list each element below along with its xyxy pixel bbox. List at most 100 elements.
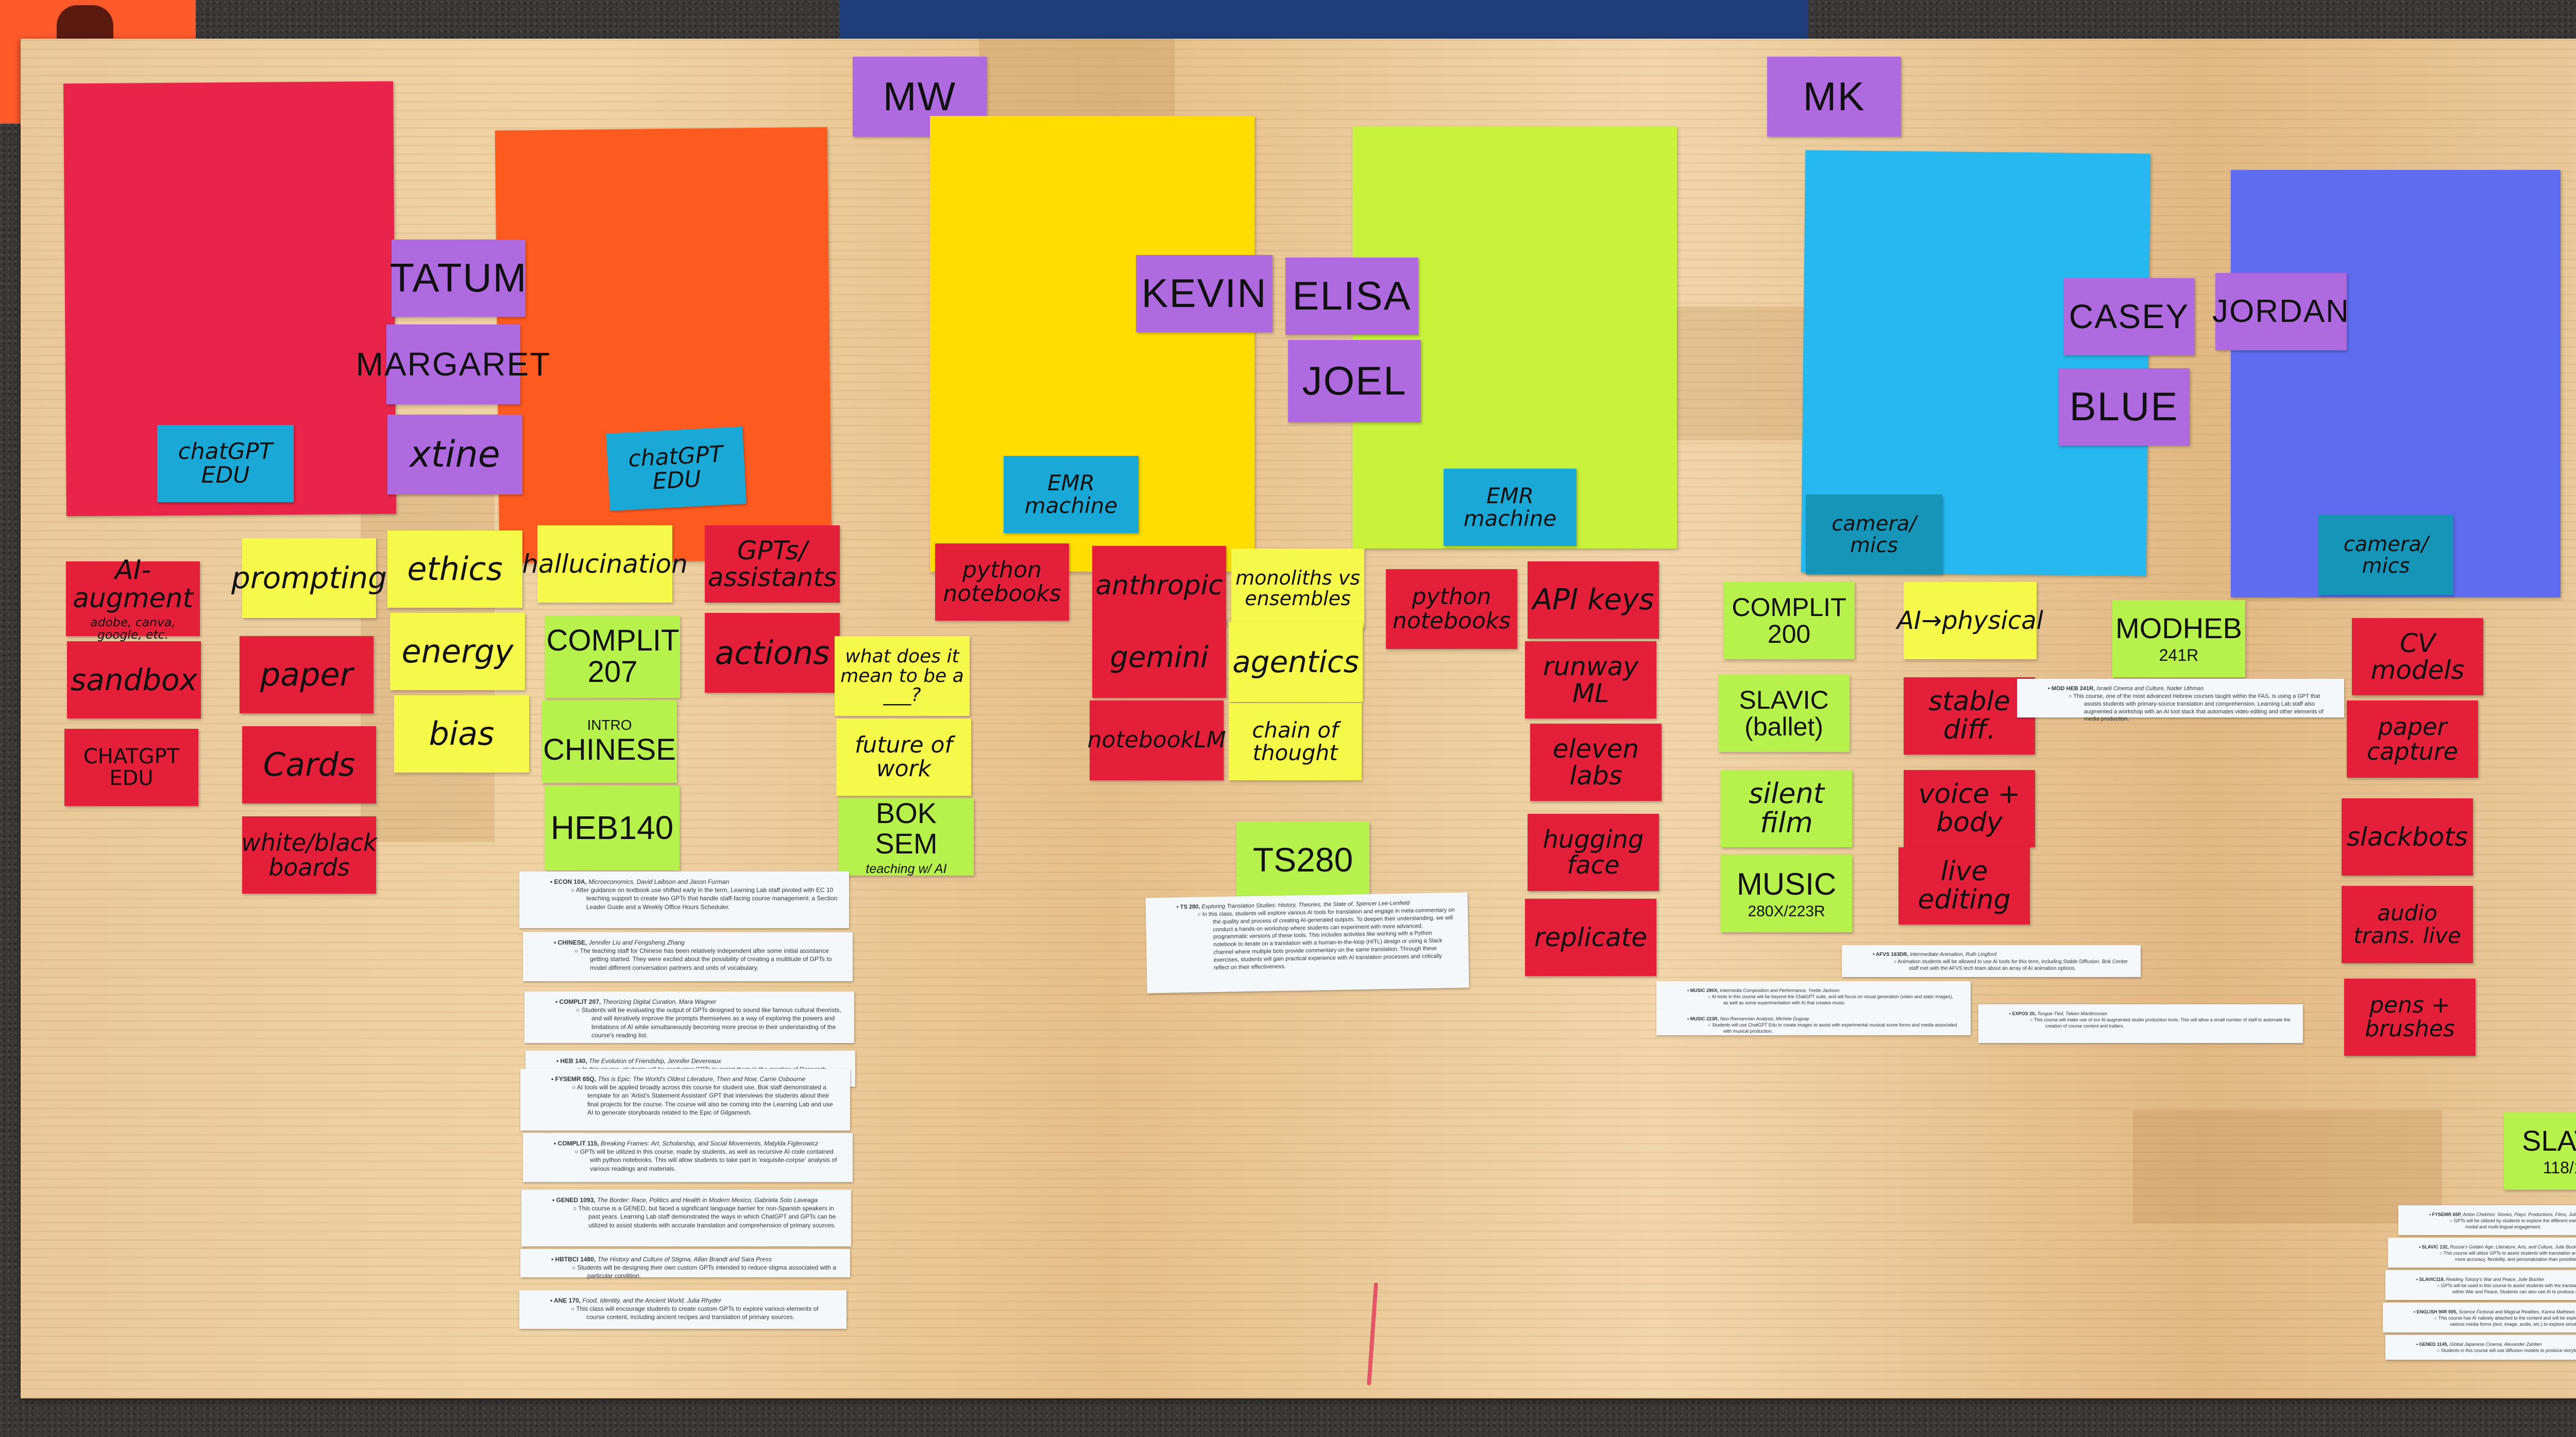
name-card-tatum: TATUM bbox=[389, 239, 527, 317]
strip-heading: CHINESE, Jennifer Liu and Fengsheng Zhan… bbox=[558, 938, 841, 947]
strip-heading: GENED 1145, Global Japanese Cinema, Alex… bbox=[2419, 1341, 2576, 1347]
label-chatgpt-edu-1: chatGPT EDU bbox=[157, 425, 294, 502]
card-bias: bias bbox=[394, 695, 529, 773]
card-heb140: HEB140 bbox=[545, 785, 680, 870]
strip-body: GPTs will be utilized in this course, ma… bbox=[569, 1148, 841, 1173]
card-title: BOK SEM bbox=[875, 796, 938, 860]
strip-body: This course will make use of our AI-augm… bbox=[2025, 1017, 2292, 1029]
strip-body: This course has AI natively attached to … bbox=[2429, 1315, 2576, 1327]
strip-heading: MUSIC 223R, Neo-Riemannian Analysis, Mic… bbox=[1690, 1016, 1959, 1022]
card-pens-brushes: pens + brushes bbox=[2344, 979, 2476, 1056]
strip-heading: HBTBCI 1480, The History and Culture of … bbox=[555, 1255, 839, 1263]
card-paper: paper bbox=[240, 636, 374, 713]
card-notebooklm: notebookLM bbox=[1088, 700, 1226, 780]
card-prefix: INTRO bbox=[587, 716, 632, 733]
card-subtitle: 118/132 bbox=[2543, 1158, 2576, 1177]
card-title: AI-augment bbox=[73, 555, 193, 614]
card-subtitle: 241R bbox=[2159, 645, 2199, 664]
card-title: MODHEB bbox=[2115, 611, 2242, 644]
card-actions: actions bbox=[705, 613, 840, 693]
card-slackbots: slackbots bbox=[2342, 798, 2473, 876]
card-python-notebooks-1: python notebooks bbox=[935, 543, 1069, 621]
card-title: MUSIC bbox=[1736, 866, 1837, 901]
strip-music-280x: MUSIC 280X, Intermedia Composition and P… bbox=[1656, 981, 1971, 1010]
card-audio-trans-live: audio trans. live bbox=[2342, 886, 2473, 963]
strip-body: This course will utilize GPTs to assist … bbox=[2434, 1250, 2576, 1262]
strip-music-223r: MUSIC 223R, Neo-Riemannian Analysis, Mic… bbox=[1656, 1010, 1971, 1035]
strip-chinese: CHINESE, Jennifer Liu and Fengsheng Zhan… bbox=[523, 932, 853, 981]
strip-body: GPTs will be used in this course to assi… bbox=[2432, 1282, 2576, 1295]
name-card-blue: BLUE bbox=[2058, 368, 2190, 446]
card-ai-augment: AI-augment adobe, canva, google, etc. bbox=[66, 556, 200, 641]
card-complit-200: COMPLIT 200 bbox=[1723, 582, 1855, 659]
card-prompting: prompting bbox=[231, 538, 387, 618]
strip-heading: AFVS 163DR, Intermediate Animation, Ruth… bbox=[1876, 951, 2129, 959]
card-white-black-boards: white/black boards bbox=[241, 816, 377, 894]
card-subtitle: teaching w/ AI bbox=[866, 861, 947, 876]
label-chatgpt-edu-2: chatGPT EDU bbox=[606, 426, 747, 511]
card-hallucination: hallucination bbox=[522, 525, 688, 603]
strip-heading: SLAVIC 132, Russia's Golden Age: Literat… bbox=[2422, 1244, 2576, 1250]
strip-gened-1145: GENED 1145, Global Japanese Cinema, Alex… bbox=[2385, 1335, 2576, 1360]
card-hugging-face: hugging face bbox=[1528, 814, 1659, 891]
card-replicate: replicate bbox=[1525, 899, 1656, 976]
card-future-of-work: future of work bbox=[836, 718, 971, 796]
strip-complit-207: COMPLIT 207, Theorizing Digital Curation… bbox=[524, 991, 854, 1043]
label-camera-mics-1: camera/ mics bbox=[1806, 494, 1942, 574]
name-card-jordan: JORDAN bbox=[2212, 273, 2349, 350]
strip-heading: FYSEMR 65Q, This is Epic: The World's Ol… bbox=[555, 1075, 839, 1083]
card-cards: Cards bbox=[242, 726, 376, 803]
card-sandbox: sandbox bbox=[67, 641, 201, 718]
card-silent-film: silent film bbox=[1721, 770, 1852, 847]
strip-body: Students will use ChatGPT Edu to create … bbox=[1703, 1022, 1959, 1034]
strip-body: This course, one of the most advanced He… bbox=[2063, 693, 2333, 723]
strip-heading: ECON 10A, Microeconomics, David Laibson … bbox=[554, 878, 838, 886]
strip-body: This class will encourage students to cr… bbox=[566, 1305, 835, 1321]
strip-body: The teaching staff for Chinese has been … bbox=[569, 947, 841, 972]
strip-body: Students will be evaluating the output o… bbox=[571, 1006, 843, 1039]
name-card-kevin: KEVIN bbox=[1136, 255, 1273, 332]
strip-fysemr-65q: FYSEMR 65Q, This is Epic: The World's Ol… bbox=[520, 1069, 850, 1131]
card-ai-physical: AI→physical bbox=[1897, 582, 2043, 659]
strip-ts-280: TS 280, Exploring Translation Studies: H… bbox=[1145, 892, 1469, 994]
card-subtitle: adobe, canva, google, etc. bbox=[90, 614, 176, 642]
card-runway-ml: runway ML bbox=[1525, 641, 1656, 718]
card-anthropic: anthropic bbox=[1092, 546, 1226, 626]
card-eleven-labs: eleven labs bbox=[1530, 724, 1662, 801]
name-card-xtine: xtine bbox=[387, 415, 522, 494]
card-ts280: TS280 bbox=[1236, 822, 1369, 899]
strip-heading: FYSEMR 65P, Anton Chekhov: Stories, Play… bbox=[2432, 1211, 2576, 1218]
card-chatgpt-edu: CHATGPT EDU bbox=[64, 729, 198, 806]
strip-heading: SLAVIC118, Reading Tolstoy's War and Pea… bbox=[2419, 1276, 2576, 1282]
card-voice-body: voice + body bbox=[1904, 770, 2035, 847]
strip-body: This course is a GENED, but faced a sign… bbox=[568, 1204, 840, 1229]
strip-heading: GENED 1093, The Border: Race, Politics a… bbox=[556, 1196, 840, 1204]
card-title: CHINESE bbox=[543, 733, 676, 767]
label-camera-mics-2: camera/ mics bbox=[2318, 515, 2453, 595]
name-card-joel: JOEL bbox=[1288, 340, 1421, 422]
card-api-keys: API keys bbox=[1528, 561, 1659, 639]
name-card-elisa: ELISA bbox=[1285, 258, 1418, 335]
card-what-does-it-mean: what does it mean to be a ___? bbox=[835, 636, 970, 716]
strip-body: GPTs will be utilized by students to exp… bbox=[2445, 1218, 2576, 1230]
card-live-editing: live editing bbox=[1899, 847, 2030, 925]
card-title: SLAVIC bbox=[2521, 1124, 2576, 1157]
strip-modheb-241r: MOD HEB 241R, Israeli Cinema and Culture… bbox=[2017, 679, 2344, 722]
strip-expos-20: EXPOS 20, Tongue-Tied, Taleen Mardirossi… bbox=[1978, 1004, 2303, 1043]
strip-slavic-132: SLAVIC 132, Russia's Golden Age: Literat… bbox=[2388, 1238, 2576, 1268]
card-python-notebooks-2: python notebooks bbox=[1386, 569, 1517, 649]
strip-body: Students in this course will use diffusi… bbox=[2432, 1347, 2576, 1354]
strip-heading: MOD HEB 241R, Israeli Cinema and Culture… bbox=[2052, 685, 2333, 693]
strip-body: AI tools will be applied broadly across … bbox=[567, 1083, 839, 1117]
strip-heading: COMPLIT 115, Breaking Frames: Art, Schol… bbox=[558, 1139, 841, 1148]
card-ethics: ethics bbox=[387, 531, 522, 608]
card-slavic-ballet: SLAVIC (ballet) bbox=[1718, 675, 1850, 752]
strip-complit-115: COMPLIT 115, Breaking Frames: Art, Schol… bbox=[523, 1133, 853, 1182]
strip-fysemr-65p: FYSEMR 65P, Anton Chekhov: Stories, Play… bbox=[2398, 1205, 2576, 1235]
card-intro-chinese: INTRO CHINESE bbox=[542, 700, 677, 783]
strip-body: After guidance on textbook use shifted e… bbox=[566, 886, 838, 911]
card-paper-capture: paper capture bbox=[2347, 700, 2478, 778]
strip-english-90r: ENGLISH 90R 005, Science Fictional and M… bbox=[2383, 1303, 2576, 1332]
blue-cart-frame bbox=[840, 0, 1808, 39]
lead-card-mw: MW bbox=[853, 57, 987, 136]
